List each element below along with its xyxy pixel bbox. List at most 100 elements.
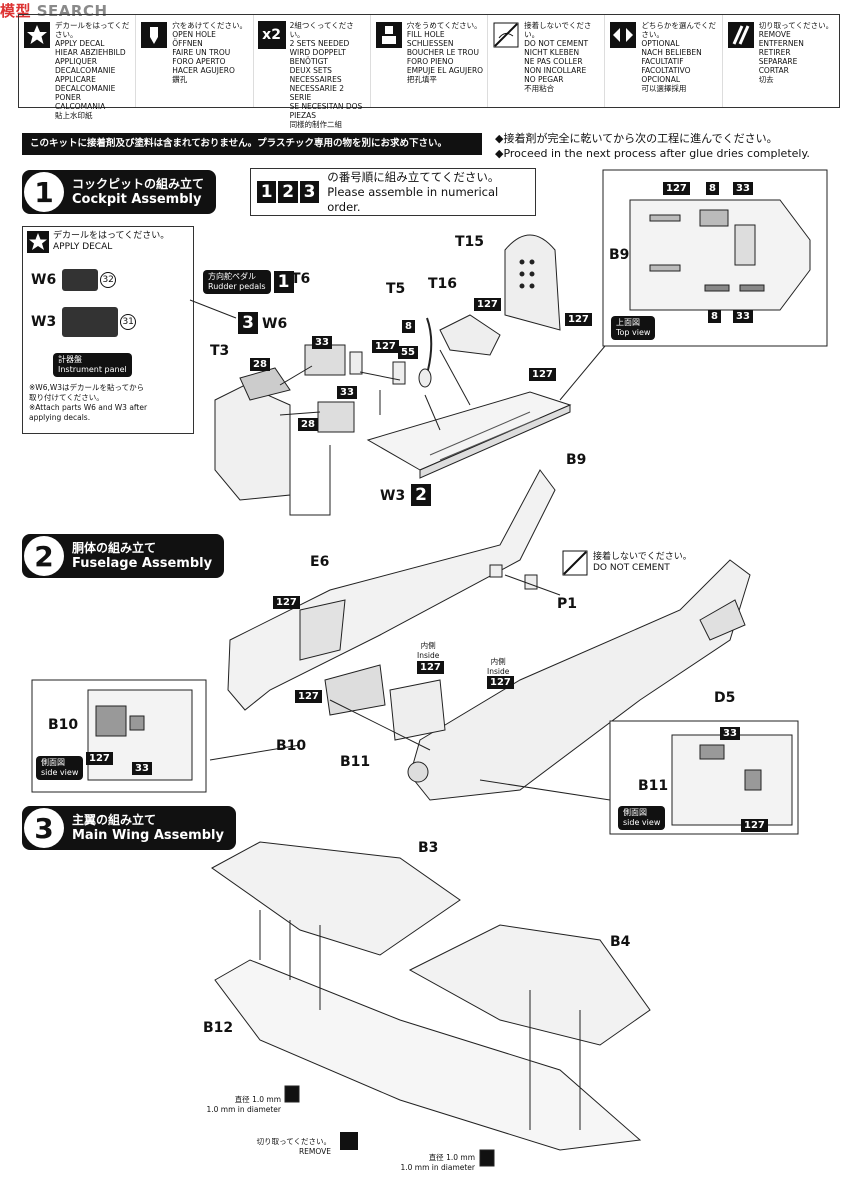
legend-text: 穴をうめてください。 FILL HOLE SCHLIESSEN BOUCHER … <box>406 21 484 84</box>
seat-t16 <box>439 314 501 356</box>
order-num-3: 3 <box>299 181 320 203</box>
optional-icon <box>609 21 637 49</box>
step-number: 3 <box>24 808 64 848</box>
color-tag-28: 28 <box>298 418 318 431</box>
cement-note: ◆接着剤が完全に乾いてから次の工程に進んでください。 ◆Proceed in t… <box>495 131 810 161</box>
w3-decal-image <box>62 307 119 337</box>
order-num-1: 1 <box>257 181 277 203</box>
color-tag-127: 127 <box>663 182 690 195</box>
part-b11-label: B11 <box>340 754 371 770</box>
remove-note: 切り取ってください。REMOVE <box>256 1137 331 1156</box>
color-tag-33: 33 <box>132 762 152 775</box>
color-tag-33: 33 <box>733 182 753 195</box>
do-not-cement-callout: 接着しないでください。DO NOT CEMENT <box>562 550 692 576</box>
legend-text: どちらかを選んでください。 OPTIONAL NACH BELIEBEN FAC… <box>641 21 717 93</box>
decal-number-31: 31 <box>120 314 137 330</box>
color-tag-33: 33 <box>720 727 740 740</box>
instrument-panel-label: 計器盤 Instrument panel <box>53 353 132 377</box>
part-t16-label: T16 <box>428 276 458 292</box>
color-tag-28: 28 <box>250 358 270 371</box>
part-b10-sideview-label: B10 <box>48 717 79 733</box>
color-tag-8: 8 <box>402 320 415 333</box>
part-b10-label: B10 <box>276 738 307 754</box>
step-number: 1 <box>24 172 64 212</box>
part-w6-assembly-label: W6 <box>262 316 288 332</box>
part-b4-label: B4 <box>610 934 631 950</box>
color-tag-127: 127 <box>474 298 501 311</box>
legend-optional: どちらかを選んでください。 OPTIONAL NACH BELIEBEN FAC… <box>605 15 723 107</box>
step-title-ja: コックピットの組み立て <box>72 176 205 191</box>
star-icon <box>27 231 49 253</box>
part-t5-label: T5 <box>386 281 406 297</box>
panel-w3-part <box>317 401 355 433</box>
order-num-2: 2 <box>278 181 298 203</box>
cockpit-floor-b9 <box>366 391 572 479</box>
part-b12-label: B12 <box>203 1020 234 1036</box>
fuselage-left-e6 <box>227 469 556 711</box>
x2-icon: x2 <box>257 21 286 49</box>
no-cement-icon <box>492 21 520 49</box>
part-t15-label: T15 <box>455 234 485 250</box>
remove-marker-icon <box>340 1132 358 1150</box>
legend-text: 穴をあけてください。 OPEN HOLE ÖFFNEN FAIRE UN TRO… <box>172 21 248 84</box>
legend-apply-decal: デカールをはってください。 APPLY DECAL HIEAR ABZIEHBI… <box>19 15 137 120</box>
step-marker-2: 2 <box>411 484 431 506</box>
decal-en: APPLY DECAL <box>53 242 113 252</box>
side-panel-b10 <box>324 664 386 716</box>
step-marker-1: 1 <box>273 271 294 293</box>
wing-upper-b3 <box>211 841 461 956</box>
w6-decal-image <box>62 269 99 291</box>
legend-text: 2組つくってください。 2 SETS NEEDED WIRD DOPPELT B… <box>289 21 363 129</box>
part-e6-label: E6 <box>310 554 330 570</box>
step-title-ja: 胴体の組み立て <box>72 540 157 555</box>
color-tag-127: 127 <box>372 340 399 353</box>
step-marker-3: 3 <box>238 312 258 334</box>
part-w6-label: W6 <box>31 272 57 288</box>
color-tag-127: 127 <box>487 676 514 689</box>
legend-text: デカールをはってください。 APPLY DECAL HIEAR ABZIEHBI… <box>55 21 130 120</box>
order-en: Please assemble in numerical order. <box>327 184 499 214</box>
rudder-pedals-label: 方向舵ペダル Rudder pedals <box>203 270 271 294</box>
color-tag-55: 55 <box>398 346 418 359</box>
hole-icon <box>140 21 168 49</box>
color-tag-8: 8 <box>708 310 721 323</box>
legend-remove: 切り取ってください。 REMOVE ENTFERNEN RETIRER SEPA… <box>723 15 839 107</box>
color-tag-8: 8 <box>706 182 719 195</box>
fuselage-right-d5 <box>407 559 751 801</box>
legend-text: 切り取ってください。 REMOVE ENTFERNEN RETIRER SEPA… <box>758 21 834 84</box>
color-tag-127: 127 <box>273 596 300 609</box>
watermark: 模型 SEARCH <box>0 0 108 21</box>
decal-ja: デカールをはってください。 <box>53 231 170 241</box>
part-w3-label: W3 <box>31 314 57 330</box>
color-tag-127: 127 <box>529 368 556 381</box>
part-b9-topview-label: B9 <box>609 247 630 263</box>
step-2-heading: 2 胴体の組み立て Fuselage Assembly <box>22 534 225 578</box>
no-cement-icon <box>562 550 588 576</box>
color-tag-33: 33 <box>337 386 357 399</box>
wing-lower-b12 <box>214 959 642 1151</box>
decal-callout: デカールをはってください。 APPLY DECAL W6 32 W3 31 計器… <box>22 226 194 434</box>
control-stick-t5 <box>418 317 433 388</box>
decal-number-32: 32 <box>100 272 117 288</box>
part-p1-label: P1 <box>557 596 578 612</box>
rudder-pedals-callout: 方向舵ペダル Rudder pedals 1 <box>203 270 296 294</box>
symbol-legend: デカールをはってください。 APPLY DECAL HIEAR ABZIEHBI… <box>18 14 840 129</box>
instrument-housing-t3 <box>214 367 291 501</box>
color-tag-127: 127 <box>565 313 592 326</box>
remove-icon <box>727 21 755 49</box>
part-t3-label: T3 <box>210 343 230 359</box>
step-number: 2 <box>24 536 64 576</box>
part-b11-sideview-label: B11 <box>638 778 669 794</box>
part-t6-label: T6 <box>291 271 311 287</box>
color-tag-127: 127 <box>417 661 444 674</box>
color-tag-127: 127 <box>741 819 768 832</box>
color-tag-127: 127 <box>86 752 113 765</box>
decal-notes: ※W6,W3はデカールを貼ってから 取り付けてください。 ※Attach par… <box>29 383 148 422</box>
